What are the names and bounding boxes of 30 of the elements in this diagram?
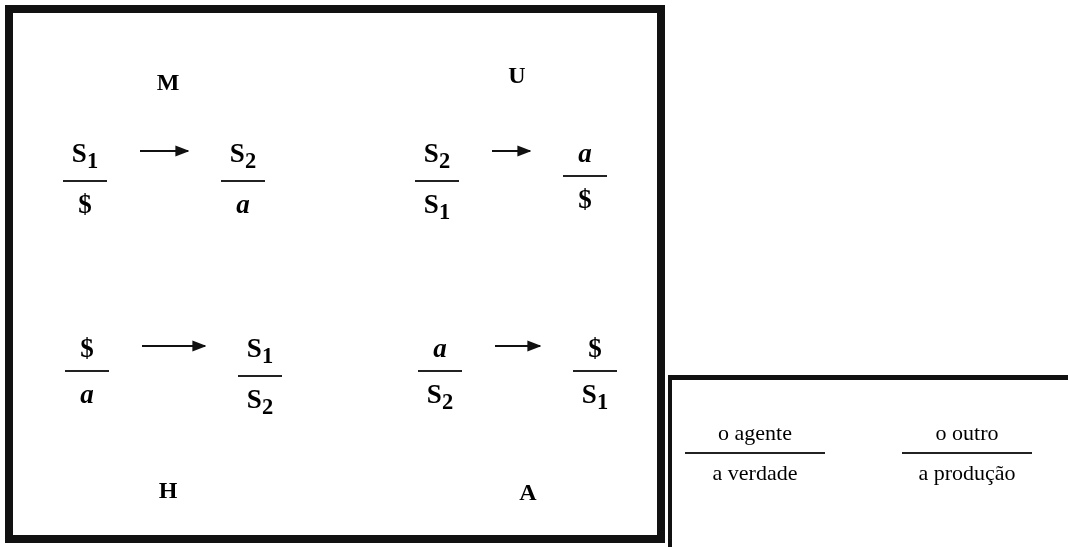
discourse-letter: M [156,68,180,96]
denominator: a produção [918,460,1016,487]
denominator: a [80,378,94,411]
arrow [139,145,190,157]
arrow [491,145,532,157]
denominator: S$_{2}$ [426,378,454,416]
denominator: a [236,188,250,221]
panel-frame [668,375,1068,547]
panel-frame [5,5,665,543]
denominator: a verdade [712,460,798,487]
arrow [141,340,207,352]
numerator: a [578,137,592,170]
denominator: S$_{1}$ [423,188,451,226]
numerator: S$_{1}$ [246,332,274,370]
denominator: S$_{2}$ [246,383,274,421]
numerator: o outro [935,420,999,447]
numerator: S$_{1}$ [71,137,99,175]
numerator: $ [588,332,602,365]
arrow [494,340,542,352]
numerator: S$_{2}$ [229,137,257,175]
denominator: $ [78,188,92,221]
numerator: a [433,332,447,365]
discourse-letter: A [519,478,537,506]
numerator: $ [80,332,94,365]
denominator: S$_{1}$ [581,378,609,416]
discourse-letter: U [508,61,526,89]
discourse-letter: H [158,476,178,504]
numerator: o agente [718,420,792,447]
denominator: $ [578,183,592,216]
numerator: S$_{2}$ [423,137,451,175]
